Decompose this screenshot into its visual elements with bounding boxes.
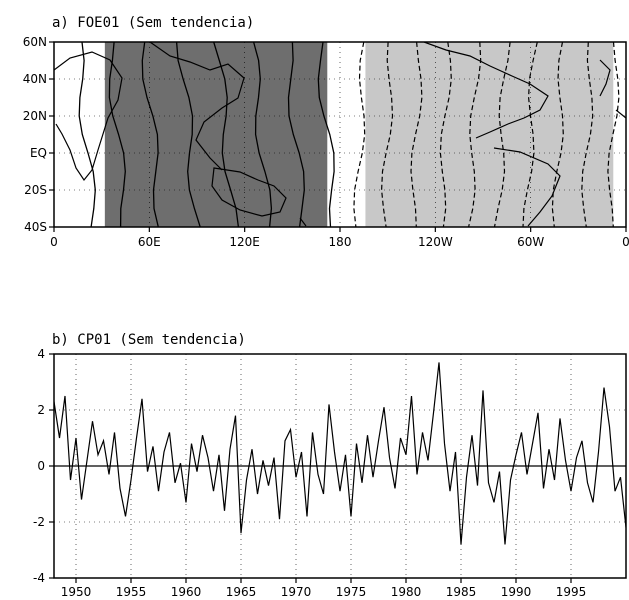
panel-a-title: a) FOE01 (Sem tendencia) <box>52 15 254 31</box>
contour-dashed <box>551 42 564 227</box>
map-x-tick-label: 60E <box>138 235 161 249</box>
series-x-tick-label: 1970 <box>281 585 312 599</box>
contour-dashed <box>468 42 482 227</box>
coastlines <box>54 42 626 227</box>
map-y-tick-label: EQ <box>30 146 47 160</box>
series-x-tick-label: 1950 <box>61 585 92 599</box>
shaded-region-dark <box>104 42 328 227</box>
series-x-tick-label: 1990 <box>501 585 532 599</box>
contour-solid <box>317 42 335 227</box>
contour-dashed <box>581 42 594 227</box>
contour-dashed <box>607 42 620 227</box>
contour-dashed <box>353 42 366 227</box>
contour-dashed <box>410 42 423 227</box>
map-y-tick-label: 20S <box>24 183 47 197</box>
contour-solid <box>141 42 159 227</box>
shaded-region-light <box>365 42 614 227</box>
map-x-tick-label: 60W <box>517 235 544 249</box>
series-x-tick-label: 1975 <box>336 585 367 599</box>
contour-dashed <box>522 42 538 227</box>
series-x-tick-label: 1980 <box>391 585 422 599</box>
map-y-tick-label: 40N <box>23 72 47 86</box>
series-y-tick-label: 0 <box>37 459 45 473</box>
map-gridlines <box>54 42 626 227</box>
contour-solid <box>213 42 240 227</box>
contour-solid <box>287 42 305 227</box>
contour-solid <box>175 42 201 227</box>
series-axes: 1950 1955 1960 1965 1970 1975 1980 1985 1990 1995… <box>33 347 586 599</box>
map-y-tick-label: 60N <box>23 35 47 49</box>
map-x-tick-label: 0 <box>622 235 629 249</box>
panel-b: b) CP01 (Sem tendencia) 1950 1955 1960 1965… <box>33 332 627 599</box>
series-y-tick-label: 2 <box>37 403 45 417</box>
map-y-tick-label: 20N <box>23 109 47 123</box>
series-y-tick-label: -4 <box>33 571 45 585</box>
series-x-tick-label: 1995 <box>556 585 587 599</box>
map-y-tick-label: 40S <box>24 220 47 234</box>
contour-solid <box>108 42 126 227</box>
map-x-tick-label: 180 <box>329 235 352 249</box>
series-y-tick-label: 4 <box>37 347 45 361</box>
shaded-regions <box>104 42 614 227</box>
contour-dashed <box>493 42 511 227</box>
map-x-tick-label: 0 <box>50 235 58 249</box>
contour-dashed <box>439 42 452 227</box>
series-line-cp01 <box>54 362 626 545</box>
map-x-tick-label: 120E <box>229 235 260 249</box>
panel-b-title: b) CP01 (Sem tendencia) <box>52 332 246 348</box>
series-y-tick-label: -2 <box>33 515 45 529</box>
contour-solid <box>252 42 273 227</box>
contour-solid <box>78 42 96 227</box>
series-x-tick-label: 1960 <box>171 585 202 599</box>
contour-dashed <box>380 42 394 227</box>
contour-lines <box>78 42 620 227</box>
map-axes: 0 60E 120E 180 120W 60W 0 60N 40N 20N EQ 20S 40S <box>23 35 629 249</box>
map-x-tick-label: 120W <box>418 235 453 249</box>
series-x-tick-label: 1985 <box>446 585 477 599</box>
series-x-tick-label: 1955 <box>116 585 147 599</box>
series-x-tick-label: 1965 <box>226 585 257 599</box>
